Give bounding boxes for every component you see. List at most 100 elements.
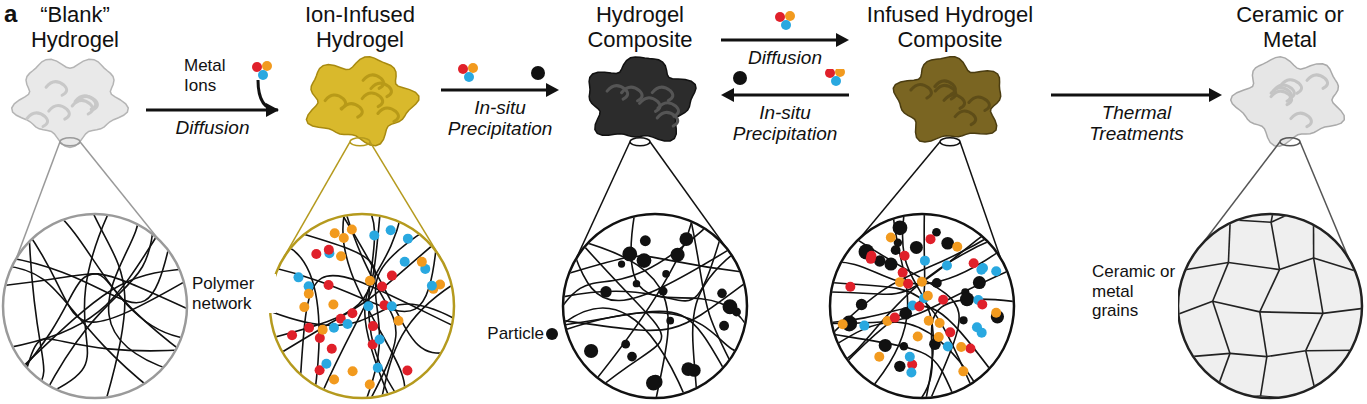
- ion-dot: [468, 63, 478, 73]
- zoom-content: [822, 205, 1023, 404]
- ion-dot: [942, 261, 952, 271]
- ion-dot: [427, 281, 437, 291]
- grain-boundary: [1213, 263, 1229, 302]
- ion-dot: [387, 271, 397, 281]
- grain-boundary: [1260, 312, 1267, 357]
- zoom-circle: [3, 214, 187, 398]
- stage-column: Ceramic or Metal: [1228, 0, 1352, 150]
- grain-boundary: [1323, 307, 1367, 313]
- zoom-circle: [563, 214, 747, 398]
- grain-boundary: [1357, 208, 1367, 218]
- ion-dot: [866, 254, 876, 264]
- grain-boundary: [1134, 396, 1179, 402]
- pore-mark: [378, 108, 399, 122]
- ion-dot: [393, 316, 403, 326]
- annotation: Metal Ions: [182, 56, 248, 95]
- ion-dot: [348, 366, 358, 376]
- ion-dot: [658, 287, 667, 296]
- ion-dot: [952, 242, 962, 252]
- stage-column: “Blank” Hydrogel: [10, 0, 140, 150]
- polymer-chain: [842, 205, 925, 368]
- ion-dot: [329, 323, 339, 333]
- zoom-spot: [1280, 138, 1300, 146]
- process-arrow: [146, 103, 279, 117]
- ion-dot: [375, 334, 385, 344]
- ion-dot: [884, 258, 897, 271]
- ion-dot: [905, 352, 915, 362]
- ion-dot: [377, 282, 387, 292]
- panel-label: a: [2, 0, 28, 28]
- arrow-label: In-situ Precipitation: [725, 103, 845, 145]
- ion-dot: [859, 321, 869, 331]
- ion-dot: [339, 233, 349, 243]
- ion-dot: [825, 68, 835, 78]
- ion-dot: [874, 352, 884, 362]
- ion-dot: [688, 364, 701, 377]
- polymer-chain: [274, 240, 438, 357]
- ion-dot: [252, 62, 262, 72]
- hydrogel-blob: [306, 57, 418, 146]
- ion-dot: [991, 266, 1001, 276]
- grain-boundary: [1224, 167, 1281, 172]
- process-arrow: [441, 83, 559, 97]
- ion-dot: [886, 233, 896, 243]
- ion-dot: [417, 257, 427, 267]
- arrow-head: [721, 88, 734, 102]
- grain-boundary: [1306, 313, 1323, 350]
- grain-boundary: [1213, 353, 1230, 399]
- ion-dot: [920, 256, 930, 266]
- arrow-line: [731, 94, 849, 97]
- zoom-circle-fill: [3, 214, 187, 398]
- grain-boundary: [1313, 203, 1315, 258]
- grain-boundary: [1126, 162, 1137, 220]
- ion-dot: [336, 251, 346, 261]
- ion-dot: [621, 340, 630, 349]
- pore-mark: [49, 106, 70, 120]
- ion-dot: [910, 241, 923, 254]
- stage-title: “Blank” Hydrogel: [10, 2, 140, 53]
- ion-dot: [926, 234, 936, 244]
- ion-dot: [584, 344, 598, 358]
- polymer-chain: [344, 206, 396, 404]
- ion-dot: [890, 313, 900, 323]
- ion-dot: [891, 245, 901, 255]
- ion-dot: [717, 289, 727, 299]
- grain-boundary: [1261, 357, 1267, 396]
- ion-dot: [646, 376, 661, 391]
- process-arrow: [1051, 88, 1222, 102]
- ion-dot: [400, 257, 410, 267]
- pore-mark: [969, 97, 990, 111]
- zoom-content: [0, 205, 196, 404]
- zoom-circle-fill: [563, 214, 747, 398]
- ion-dot: [311, 249, 321, 259]
- pore-mark: [657, 112, 678, 126]
- polymer-chain: [822, 306, 995, 376]
- ion-dot: [386, 225, 396, 235]
- grain-boundary: [1260, 270, 1280, 312]
- ion-dot: [458, 64, 468, 74]
- polymer-chain: [555, 222, 712, 318]
- zoom-spot: [940, 138, 960, 146]
- polymer-chain: [282, 244, 319, 395]
- stage-title: Ceramic or Metal: [1228, 2, 1352, 53]
- ion-dot: [977, 299, 987, 309]
- ion-dot: [328, 299, 338, 309]
- grain-boundary: [1280, 258, 1314, 269]
- ion-dot: [387, 301, 397, 311]
- ion-dot: [327, 344, 337, 354]
- pore-mark: [639, 98, 660, 112]
- ion-dot: [903, 279, 913, 289]
- pore-mark: [944, 95, 965, 109]
- particle-symbol: [546, 328, 558, 340]
- grain-boundary: [1312, 164, 1314, 203]
- ion-dot: [976, 265, 986, 275]
- pore-mark: [652, 87, 673, 101]
- ion-dot: [304, 323, 314, 333]
- ion-dot: [347, 308, 357, 318]
- ion-dot: [973, 276, 986, 289]
- arrow-head: [546, 83, 559, 97]
- ion-dot: [960, 292, 974, 306]
- grain-boundary: [1126, 162, 1186, 166]
- polymer-chain: [556, 311, 728, 376]
- grain-boundary: [1355, 218, 1357, 271]
